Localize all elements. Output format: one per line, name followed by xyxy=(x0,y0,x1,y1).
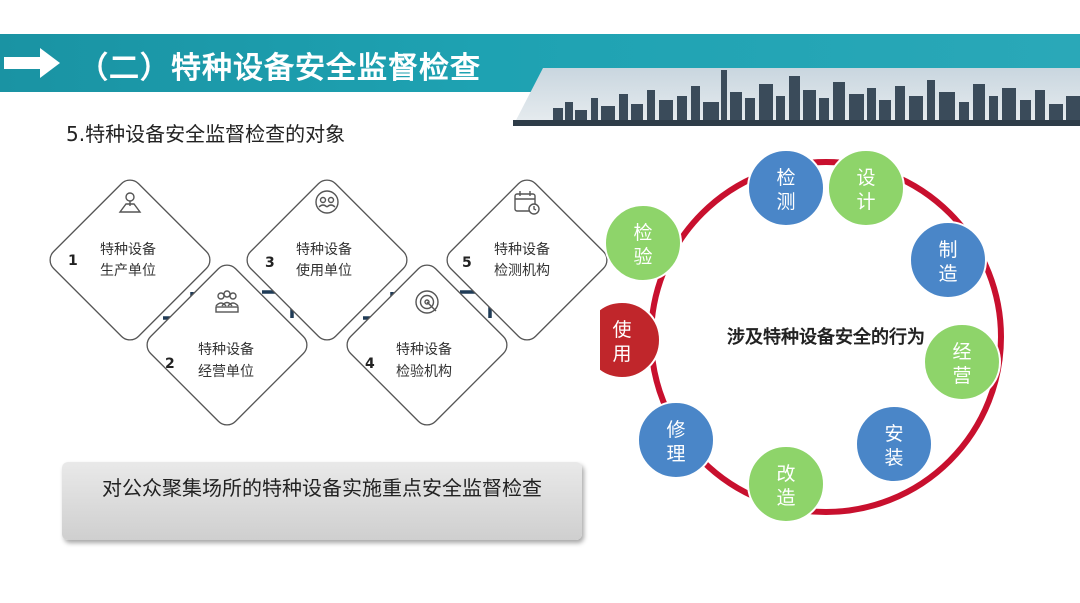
object-label-line2: 生产单位 xyxy=(100,263,156,279)
object-label-line2: 检验机构 xyxy=(396,364,452,380)
cycle-node-circle xyxy=(909,221,987,299)
cycle-node: 检验 xyxy=(604,204,682,282)
cycle-node-label: 用 xyxy=(612,343,631,365)
target-icon xyxy=(415,290,439,314)
cycle-node-label: 装 xyxy=(884,447,903,469)
diamond-3 xyxy=(246,179,408,341)
cycle-center-label: 涉及特种设备安全的行为 xyxy=(727,326,925,348)
cycle-node-label: 测 xyxy=(776,191,795,213)
cycle-node-label: 安 xyxy=(884,423,903,445)
header-banner: （二）特种设备安全监督检查 xyxy=(0,34,1080,126)
section-subtitle: 5.特种设备安全监督检查的对象 xyxy=(66,122,346,146)
key-inspection-callout: 对公众聚集场所的特种设备实施重点安全监督检查 xyxy=(62,462,582,540)
diamond-4 xyxy=(346,264,508,426)
group-icon xyxy=(215,290,239,313)
cycle-node-label: 理 xyxy=(666,443,685,465)
arrow-right-icon xyxy=(4,48,60,78)
objects-diagram: 1 特种设备 生产单位 2 特种设备 经营单位 3 特种设备 使用单位 4 特种… xyxy=(49,179,608,426)
object-label-line1: 特种设备 xyxy=(198,341,254,358)
object-label-line2: 经营单位 xyxy=(198,364,254,380)
diamond-5 xyxy=(446,179,608,341)
cycle-node: 经营 xyxy=(923,323,1001,401)
cycle-node: 使用 xyxy=(600,301,661,379)
cycle-node: 安装 xyxy=(855,405,933,483)
object-number: 5 xyxy=(462,255,472,271)
cycle-node-circle xyxy=(747,445,825,523)
map-icon xyxy=(118,192,142,213)
object-label-line1: 特种设备 xyxy=(100,241,156,258)
cycle-node: 改造 xyxy=(747,445,825,523)
cycle-node-circle xyxy=(637,401,715,479)
cycle-node-label: 制 xyxy=(938,239,957,261)
city-skyline-image xyxy=(513,68,1080,126)
diamond-1 xyxy=(49,179,211,341)
object-number: 4 xyxy=(365,356,375,372)
cycle-node-circle xyxy=(600,301,661,379)
cycle-node: 制造 xyxy=(909,221,987,299)
object-label-line1: 特种设备 xyxy=(396,341,452,358)
cycle-node-circle xyxy=(923,323,1001,401)
object-label-line2: 检测机构 xyxy=(494,263,550,279)
diamond-2 xyxy=(146,264,308,426)
cycle-node: 设计 xyxy=(827,149,905,227)
cycle-node-label: 使 xyxy=(612,319,631,341)
cycle-node-label: 检 xyxy=(776,167,795,189)
cycle-node-label: 经 xyxy=(952,341,971,363)
cycle-node-label: 计 xyxy=(856,191,875,213)
cycle-node-label: 检 xyxy=(633,222,652,244)
object-number: 3 xyxy=(265,255,275,271)
cycle-node-label: 造 xyxy=(938,263,957,285)
callout-text: 对公众聚集场所的特种设备实施重点安全监督检查 xyxy=(102,476,542,500)
object-label-line1: 特种设备 xyxy=(494,241,550,258)
cycle-node-circle xyxy=(604,204,682,282)
object-number: 1 xyxy=(68,253,78,269)
cycle-node-circle xyxy=(855,405,933,483)
page-title: （二）特种设备安全监督检查 xyxy=(78,51,481,86)
cycle-node-circle xyxy=(827,149,905,227)
cycle-node-label: 修 xyxy=(666,419,685,441)
cycle-node-label: 设 xyxy=(856,167,875,189)
object-label-line2: 使用单位 xyxy=(296,262,352,279)
object-number: 2 xyxy=(165,356,175,372)
cycle-node-label: 改 xyxy=(776,463,795,485)
cycle-node: 修理 xyxy=(637,401,715,479)
cycle-node-circle xyxy=(747,149,825,227)
object-label-line1: 特种设备 xyxy=(296,241,352,258)
cycle-node-label: 造 xyxy=(776,487,795,509)
cycle-node: 检测 xyxy=(747,149,825,227)
calendar-icon xyxy=(514,191,540,215)
cycle-node-label: 验 xyxy=(633,246,652,268)
cycle-node-label: 营 xyxy=(952,365,971,387)
target-people-icon xyxy=(315,190,339,214)
